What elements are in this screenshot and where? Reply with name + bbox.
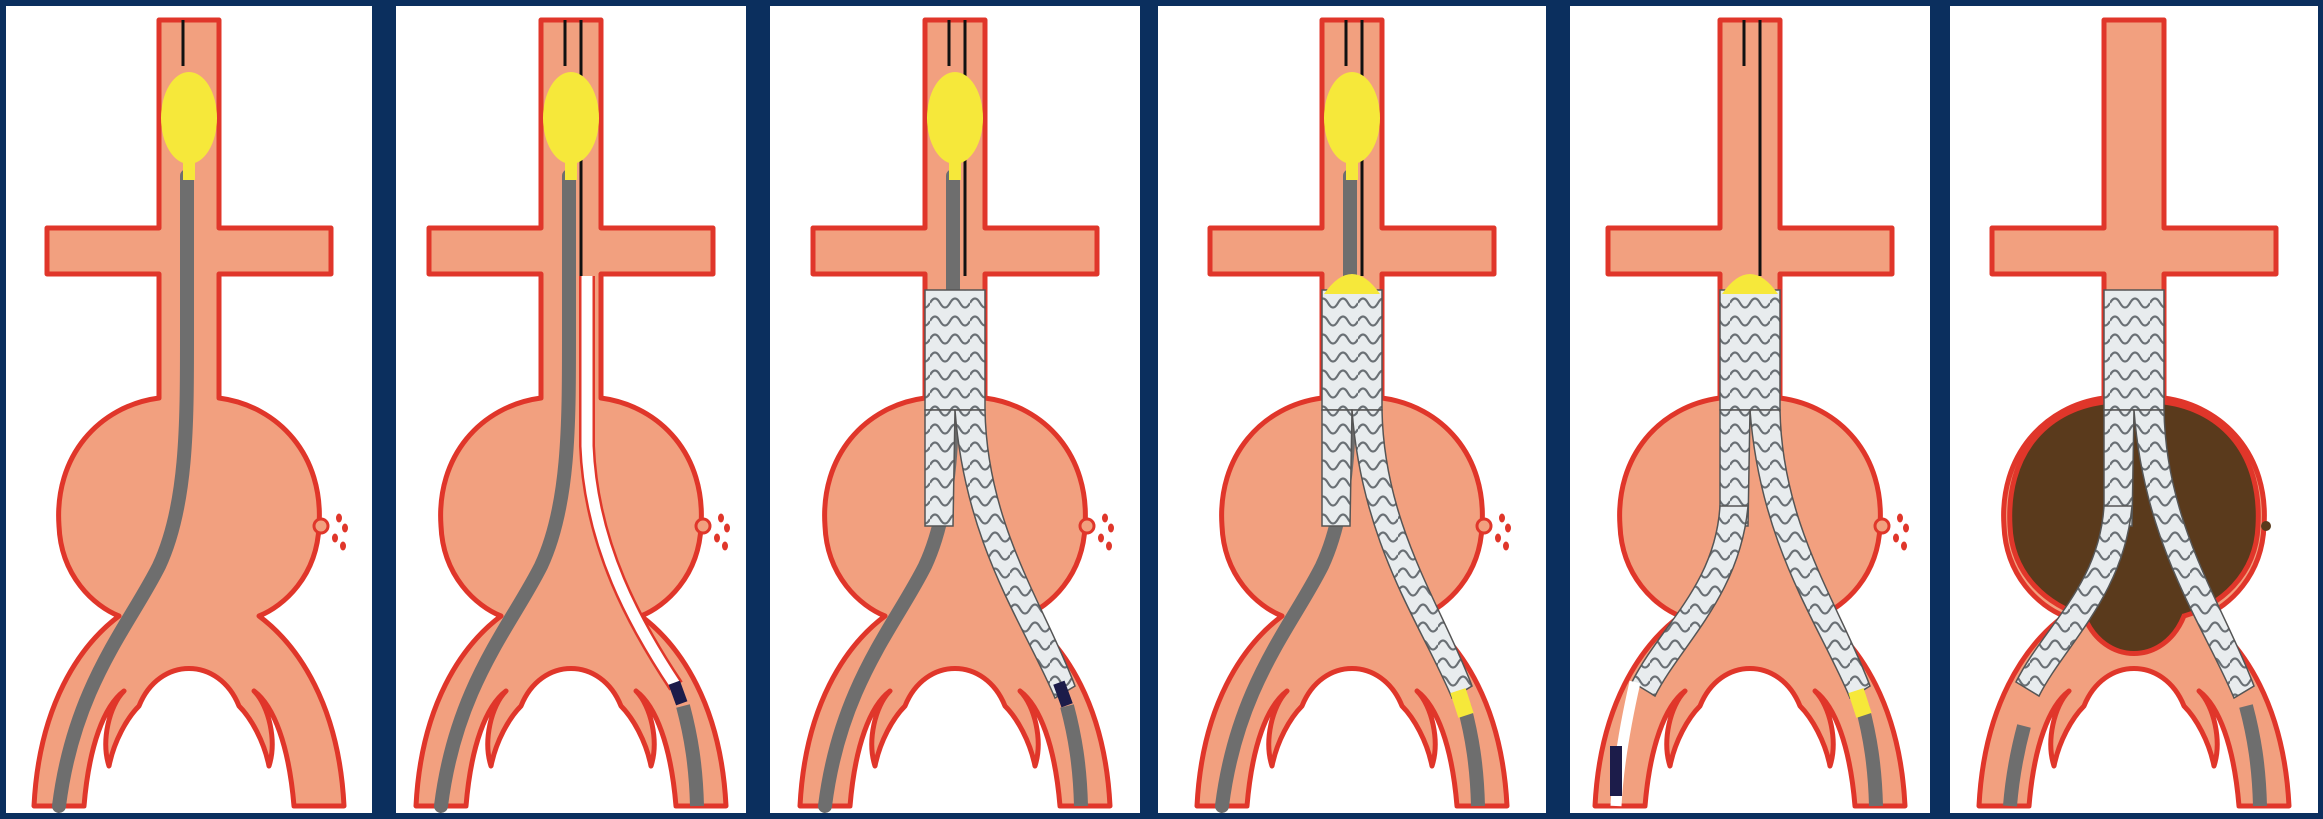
leak-nub <box>696 519 710 533</box>
balloon-neck <box>565 156 577 180</box>
leak-droplet <box>340 542 346 551</box>
leak-droplet <box>1108 524 1114 533</box>
balloon-neck <box>949 156 961 180</box>
stent-main-body <box>1322 290 1382 410</box>
leak-droplet <box>1893 534 1899 543</box>
leak-droplet <box>1102 514 1108 523</box>
leak-droplet <box>1499 514 1505 523</box>
leak-droplet <box>1903 524 1909 533</box>
occlusion-balloon <box>1324 72 1380 164</box>
panel-step-6 <box>1950 6 2318 813</box>
leak-nub <box>1875 519 1889 533</box>
leak-droplet <box>342 524 348 533</box>
panel-step-3 <box>770 6 1140 813</box>
sheath-marker-left <box>1610 746 1622 796</box>
stent-short-limb <box>925 410 955 526</box>
stent-short-limb <box>1322 410 1352 526</box>
occlusion-balloon <box>543 72 599 164</box>
panel-step-1 <box>6 6 372 813</box>
leak-droplet <box>1106 542 1112 551</box>
panel-step-4 <box>1158 6 1546 813</box>
leak-droplet <box>724 524 730 533</box>
leak-droplet <box>718 514 724 523</box>
panel-step-2 <box>396 6 746 813</box>
balloon-neck <box>1346 156 1358 180</box>
panels-group <box>6 6 2318 813</box>
stent-main-body <box>2104 290 2164 410</box>
occlusion-balloon <box>161 72 217 164</box>
leak-nub <box>314 519 328 533</box>
panel-step-5 <box>1570 6 1930 813</box>
occlusion-balloon <box>927 72 983 164</box>
sealed-nub <box>2261 521 2271 531</box>
leak-droplet <box>1901 542 1907 551</box>
leak-droplet <box>722 542 728 551</box>
leak-droplet <box>336 514 342 523</box>
balloon-neck <box>183 156 195 180</box>
leak-nub <box>1080 519 1094 533</box>
leak-droplet <box>1503 542 1509 551</box>
leak-droplet <box>1495 534 1501 543</box>
leak-droplet <box>714 534 720 543</box>
stent-main-body <box>1720 290 1780 410</box>
leak-droplet <box>332 534 338 543</box>
stent-main-body <box>925 290 985 410</box>
leak-droplet <box>1098 534 1104 543</box>
leak-droplet <box>1505 524 1511 533</box>
leak-nub <box>1477 519 1491 533</box>
leak-droplet <box>1897 514 1903 523</box>
